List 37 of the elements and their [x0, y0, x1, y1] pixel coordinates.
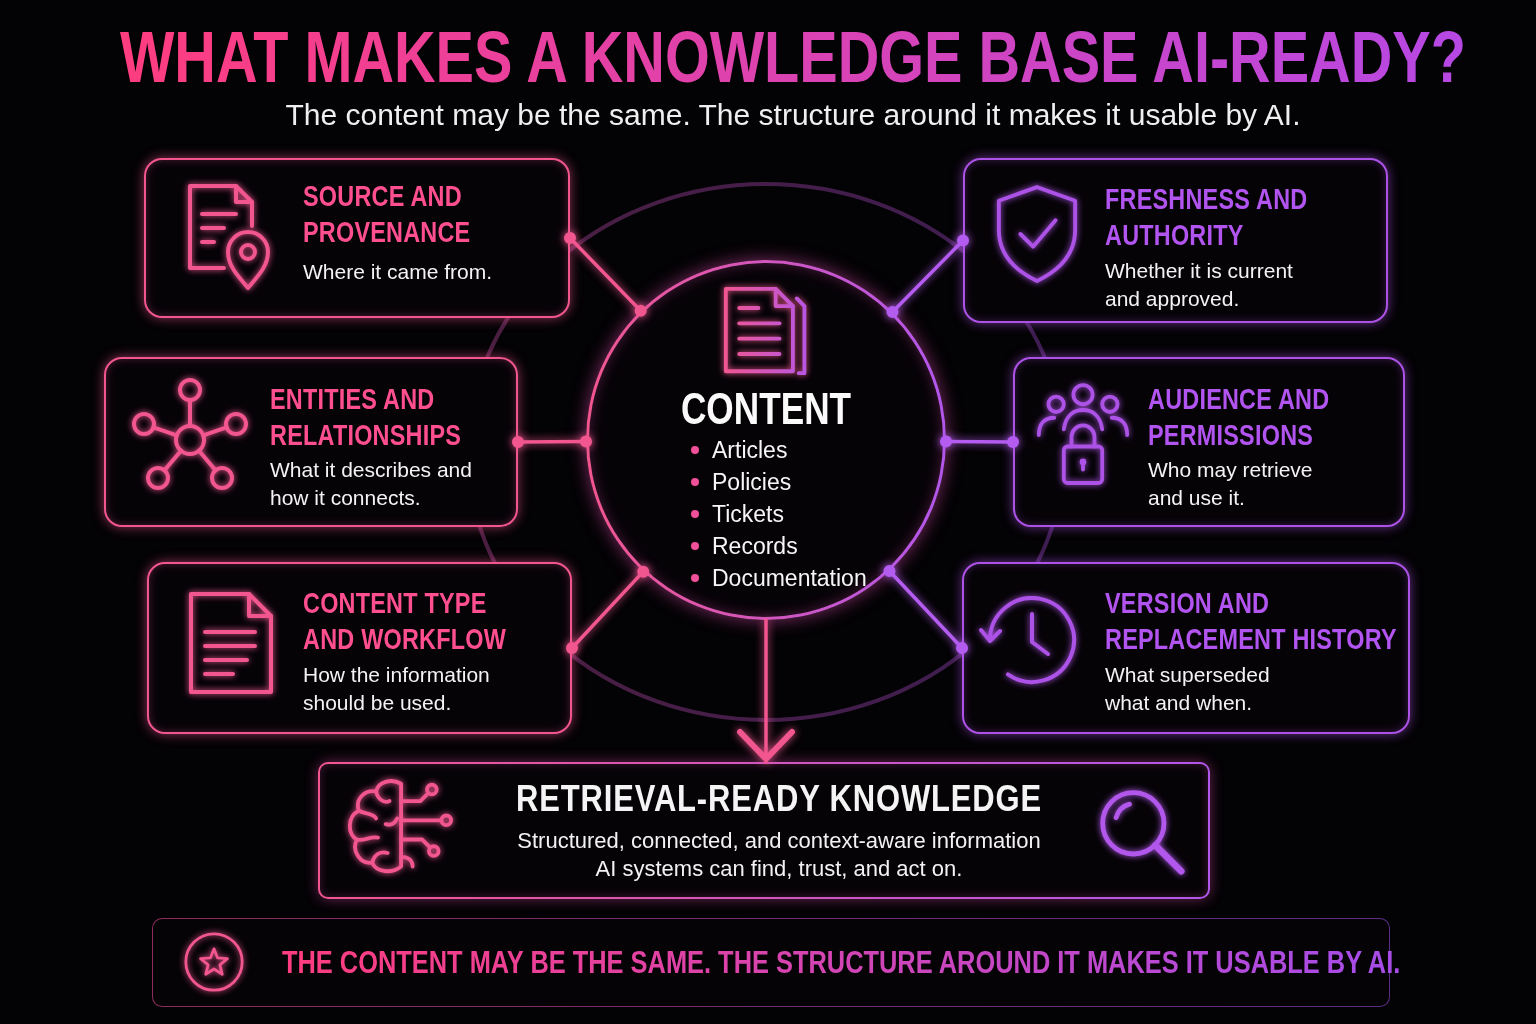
panel-description: Structured, connected, and context-aware information AI systems can find, trust, and act on.	[516, 827, 1042, 883]
card-title: SOURCE AND PROVENANCE	[303, 178, 472, 250]
info-card	[147, 562, 572, 734]
card-title: CONTENT TYPE AND WORKFLOW	[303, 585, 507, 657]
info-card	[144, 158, 570, 318]
page-title: WHAT MAKES A KNOWLEDGE BASE AI-READY?	[120, 16, 1466, 98]
connector-line	[564, 232, 647, 317]
list-item: Articles	[712, 436, 788, 465]
banner-text: THE CONTENT MAY BE THE SAME. THE STRUCTURE AROUND IT MAKES IT USABLE BY AI.	[282, 944, 1401, 980]
card-title: AUDIENCE AND PERMISSIONS	[1148, 381, 1331, 453]
card-title: ENTITIES AND RELATIONSHIPS	[270, 381, 463, 453]
info-card	[104, 357, 518, 527]
card-title: FRESHNESS AND AUTHORITY	[1105, 181, 1309, 253]
connector-line	[512, 435, 592, 448]
result-panel	[318, 762, 1210, 899]
connector-line	[940, 435, 1019, 448]
list-item: Records	[712, 532, 798, 561]
info-card	[962, 562, 1410, 734]
subtitle: The content may be the same. The structure around it makes it usable by AI.	[285, 97, 1301, 133]
card-description: What it describes and how it connects.	[270, 457, 473, 511]
list-item: Policies	[712, 468, 792, 497]
card-description: What superseded what and when.	[1105, 662, 1271, 716]
connector-line	[883, 565, 968, 654]
list-item: Documentation	[712, 564, 867, 593]
card-description: Where it came from.	[303, 259, 494, 285]
card-title: VERSION AND REPLACEMENT HISTORY	[1105, 585, 1398, 657]
list-item: Tickets	[712, 500, 784, 529]
card-description: How the information should be used.	[303, 662, 491, 716]
info-card	[1013, 357, 1405, 527]
arrow	[737, 618, 795, 764]
card-description: Whether it is current and approved.	[1105, 258, 1294, 312]
info-card	[963, 158, 1388, 323]
connector-line	[566, 565, 650, 654]
circle-title: CONTENT	[680, 385, 852, 433]
card-description: Who may retrieve and use it.	[1148, 457, 1314, 511]
connector-line	[886, 234, 969, 318]
panel-title: RETRIEVAL-READY KNOWLEDGE	[515, 778, 1043, 820]
